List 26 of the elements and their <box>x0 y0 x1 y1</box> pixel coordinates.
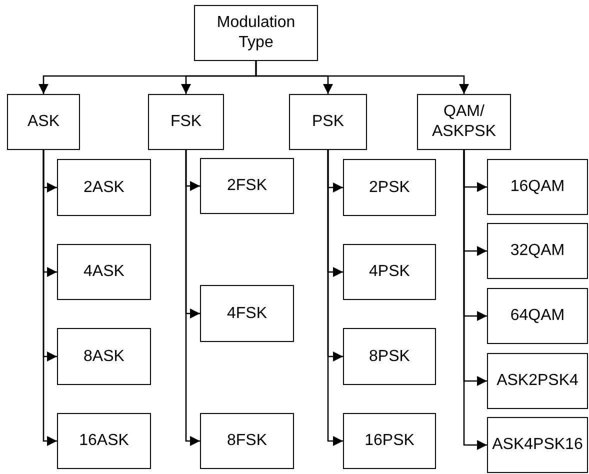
process-box: 8ASK <box>57 328 151 385</box>
process-box: 16ASK <box>57 413 151 469</box>
process-box: ASK <box>7 94 80 150</box>
process-box: Modulation Type <box>194 5 318 61</box>
connector-arrow <box>185 150 200 446</box>
process-box: 2ASK <box>57 159 151 216</box>
process-box: 2FSK <box>200 158 294 214</box>
process-box: ASK2PSK4 <box>487 353 588 409</box>
process-box: QAM/ ASKPSK <box>417 94 511 150</box>
process-box: 8FSK <box>200 413 294 469</box>
process-box: ASK4PSK16 <box>487 417 588 473</box>
connector-arrow <box>463 150 487 450</box>
process-box: 2PSK <box>343 159 436 216</box>
process-box: FSK <box>148 94 224 150</box>
process-box: 4FSK <box>200 285 294 342</box>
process-box: 16QAM <box>487 159 588 215</box>
process-box: 4PSK <box>343 244 436 300</box>
process-box: 8PSK <box>343 328 436 385</box>
process-box: PSK <box>289 94 367 150</box>
process-box: 64QAM <box>487 288 588 344</box>
connector-arrow <box>255 61 469 94</box>
process-box: 4ASK <box>57 244 151 300</box>
process-box: 16PSK <box>343 413 436 469</box>
process-box: 32QAM <box>487 223 588 279</box>
connector-arrow <box>327 150 343 446</box>
connector-arrow <box>42 150 57 446</box>
